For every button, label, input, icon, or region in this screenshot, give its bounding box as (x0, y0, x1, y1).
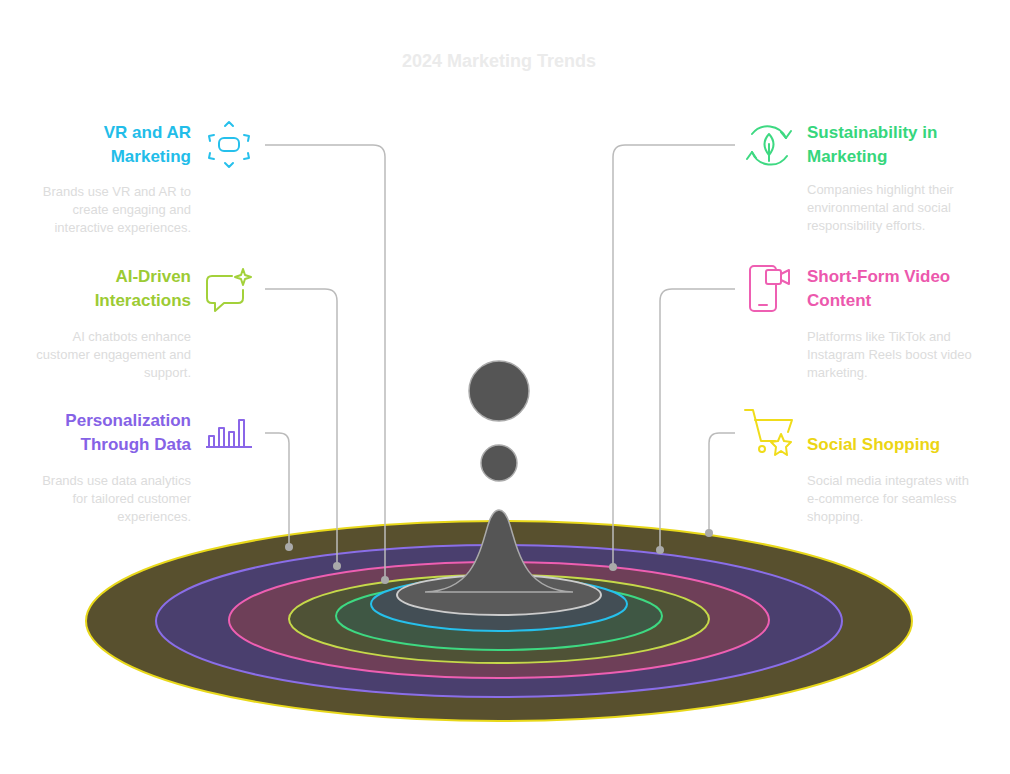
leader-dot (656, 546, 664, 554)
leader-line (265, 433, 289, 547)
cart-icon (745, 410, 792, 455)
trend-heading: Sustainability in Marketing (807, 121, 982, 169)
leader-dot (609, 563, 617, 571)
trend-description: AI chatbots enhance customer engagement … (26, 328, 191, 382)
trend-heading: Personalization Through Data (41, 409, 191, 457)
leader-dot (705, 529, 713, 537)
trend-description: Social media integrates with e-commerce … (807, 472, 972, 526)
trend-heading: AI-Driven Interactions (41, 265, 191, 313)
sustainability-icon (747, 126, 791, 164)
leader-dot (381, 576, 389, 584)
leader-dot (333, 562, 341, 570)
drop-large (469, 361, 529, 421)
trend-heading: VR and AR Marketing (41, 121, 191, 169)
leader-dot (285, 543, 293, 551)
leader-line (265, 289, 337, 566)
trend-heading: Social Shopping (807, 433, 982, 457)
video-phone-icon (750, 266, 789, 311)
leader-line (660, 289, 735, 550)
vr-icon (209, 122, 249, 167)
leader-line (265, 145, 385, 580)
trend-description: Brands use data analytics for tailored c… (26, 472, 191, 526)
splash-spike (425, 510, 573, 592)
chat-icon (207, 269, 251, 311)
trend-description: Companies highlight their environmental … (807, 181, 972, 235)
leader-line (709, 433, 735, 533)
trend-description: Brands use VR and AR to create engaging … (26, 183, 191, 237)
trend-heading: Short-Form Video Content (807, 265, 982, 313)
trend-description: Platforms like TikTok and Instagram Reel… (807, 328, 972, 382)
drop-small (481, 445, 517, 481)
diagram-title: 2024 Marketing Trends (299, 49, 699, 73)
leader-line (613, 145, 735, 567)
chart-icon (206, 420, 252, 447)
